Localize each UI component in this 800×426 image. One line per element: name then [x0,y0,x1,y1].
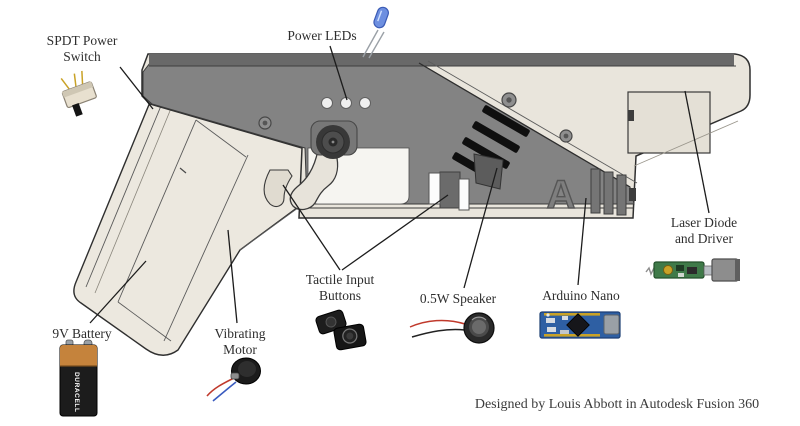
label-line: 0.5W Speaker [419,291,497,306]
diagonal-seam [418,60,638,188]
label-vibrating-motor: Vibrating Motor [215,326,266,358]
internal-speaker [473,153,504,190]
latch-top [628,110,634,121]
label-line: Laser Diode [670,215,738,230]
label-line: SPDT Power [46,33,118,48]
callout-line-spdt [119,66,154,110]
battery-image: DURACELL [59,339,98,417]
design-credit-caption: Designed by Louis Abbott in Autodesk Fus… [474,397,760,412]
arduino-image [539,311,621,339]
speaker-image [409,312,495,344]
latch-bottom [629,188,636,201]
laser-diode-image [645,258,740,282]
label-line: Vibrating [214,326,266,341]
tactile-buttons-image [315,309,367,351]
callout-lines [89,45,710,324]
trigger-pivot [310,120,358,159]
battery-brand-text: DURACELL [73,372,80,413]
label-9v-battery: 9V Battery [52,326,111,342]
power-led-dots [321,97,371,109]
label-line: Switch [63,48,101,64]
screws [258,92,573,143]
callout-line-power-leds [329,45,348,101]
vent-slots [590,168,627,216]
vibrating-motor-image [206,357,261,402]
label-line: Tactile Input [305,272,375,287]
label-line: and Driver [674,230,734,246]
label-line: Motor [223,341,257,357]
label-line: Arduino Nano [542,288,620,303]
internal-buttons [428,171,470,211]
trigger [289,149,339,211]
callout-line-motor [227,229,238,324]
label-spdt-power-switch: SPDT Power Switch [47,33,118,65]
pistol-grip [73,89,311,356]
label-tactile-buttons: Tactile Input Buttons [306,272,374,304]
callout-line-arduino [577,197,587,286]
label-line: 9V Battery [52,326,112,341]
barrel-inner-panel [627,91,711,154]
top-edge-strip [149,54,734,66]
label-laser-diode: Laser Diode and Driver [671,215,737,247]
label-speaker: 0.5W Speaker [420,291,496,307]
label-power-leds: Power LEDs [287,28,356,44]
callout-line-speaker [463,167,498,289]
callout-line-battery [89,260,147,324]
embossed-letter: A [547,173,576,217]
shell-inner-line [633,120,739,167]
label-line: Power LEDs [287,28,357,43]
callout-line-tactile-right [341,194,449,271]
callout-line-tactile-left [282,184,341,271]
callout-line-laser [684,90,710,214]
label-arduino-nano: Arduino Nano [542,288,620,304]
label-line: Buttons [318,287,361,303]
trigger-linkage [263,169,293,207]
led-image [362,6,389,59]
spdt-switch-image [60,70,97,117]
